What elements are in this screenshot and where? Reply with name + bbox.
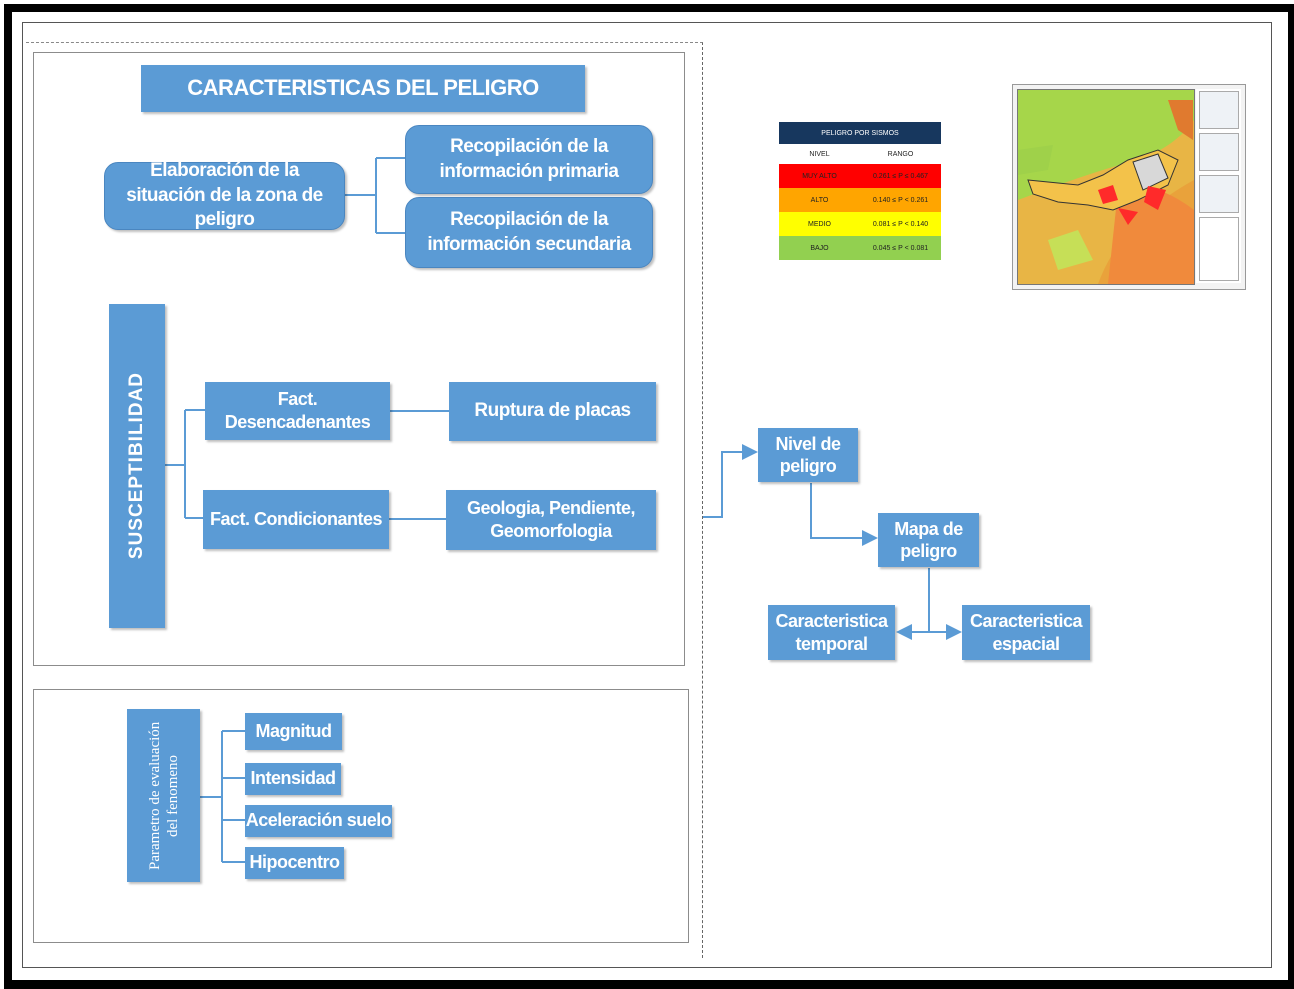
triggering-factors-box: Fact. Desencadenantes [205,382,390,440]
locator-map [1199,133,1239,171]
primary-info-text: Recopilación de la información primaria [439,135,620,182]
hazard-legend-table: PELIGRO POR SISMOS NIVEL RANGO MUY ALTO … [779,122,941,262]
inner-frame [22,22,1272,968]
locator-map [1199,91,1239,129]
hazard-level-box: Nivel de peligro [758,428,858,482]
plate-rupture-text: Ruptura de placas [474,400,631,422]
secondary-info-box: Recopilación de la información secundari… [405,197,653,268]
primary-info-box: Recopilación de la información primaria [405,125,653,194]
param-intensity-text: Intensidad [250,768,336,789]
temporal-text: Caracteristica temporal [775,611,888,654]
param-magnitude: Magnitud [245,713,342,750]
plate-rupture-box: Ruptura de placas [449,382,656,441]
hazard-map-sidebar [1196,89,1241,283]
legend-row: MUY ALTO 0.261 ≤ P ≤ 0.467 [779,164,941,188]
hazard-map-main [1017,89,1195,285]
susceptibility-label: SUSCEPTIBILIDAD [109,304,165,628]
page-title: CARACTERISTICAS DEL PELIGRO [141,65,585,112]
hazard-map-text: Mapa de peligro [894,518,963,562]
legend-row: MEDIO 0.081 ≤ P < 0.140 [779,212,941,236]
hazard-level-text: Nivel de peligro [775,433,841,477]
situation-text: Elaboración de la situación de la zona d… [126,159,323,231]
susceptibility-text: SUSCEPTIBILIDAD [125,372,147,560]
legend-title: PELIGRO POR SISMOS [779,122,941,144]
param-acceleration: Aceleración suelo [245,805,392,837]
legend-row-range: 0.045 ≤ P < 0.081 [872,244,929,252]
conditioning-factors-text: Fact. Condicionantes [209,508,383,529]
hazard-map-box: Mapa de peligro [878,513,979,567]
legend-row-range: 0.261 ≤ P ≤ 0.467 [872,172,929,180]
spatial-box: Caracteristica espacial [962,605,1090,660]
param-acceleration-text: Aceleración suelo [245,810,392,831]
secondary-info-text: Recopilación de la información secundari… [427,208,631,255]
legend-row-level: MEDIO [808,220,831,228]
map-legend-block [1199,217,1239,281]
legend-columns: NIVEL RANGO [779,144,941,164]
geology-text: Geologia, Pendiente, Geomorfologia [466,497,636,541]
temporal-box: Caracteristica temporal [768,605,895,660]
left-region [26,42,703,958]
parameters-text: Parametro de evaluación del fenomeno [146,721,181,870]
spatial-text: Caracteristica espacial [969,611,1083,654]
param-hypocenter: Hipocentro [245,847,344,879]
legend-row-range: 0.081 ≤ P < 0.140 [872,220,929,228]
page-title-text: CARACTERISTICAS DEL PELIGRO [187,75,539,101]
locator-map [1199,175,1239,213]
legend-row-range: 0.140 ≤ P < 0.261 [872,196,929,204]
hazard-map-image [1012,84,1246,290]
legend-row-level: BAJO [810,244,829,252]
legend-col-range: RANGO [887,150,914,158]
param-intensity: Intensidad [245,763,341,795]
legend-col-level: NIVEL [809,150,830,158]
param-magnitude-text: Magnitud [255,720,332,741]
param-hypocenter-text: Hipocentro [249,852,340,873]
parameters-label: Parametro de evaluación del fenomeno [127,709,200,882]
situation-box: Elaboración de la situación de la zona d… [104,159,345,231]
legend-row-level: MUY ALTO [802,172,837,180]
conditioning-factors-box: Fact. Condicionantes [203,490,389,549]
triggering-factors-text: Fact. Desencadenantes [224,388,371,432]
legend-row: ALTO 0.140 ≤ P < 0.261 [779,188,941,212]
legend-row: BAJO 0.045 ≤ P < 0.081 [779,236,941,260]
geology-box: Geologia, Pendiente, Geomorfologia [446,490,656,550]
legend-row-level: ALTO [810,196,829,204]
hazard-map-drawing [1018,90,1194,284]
